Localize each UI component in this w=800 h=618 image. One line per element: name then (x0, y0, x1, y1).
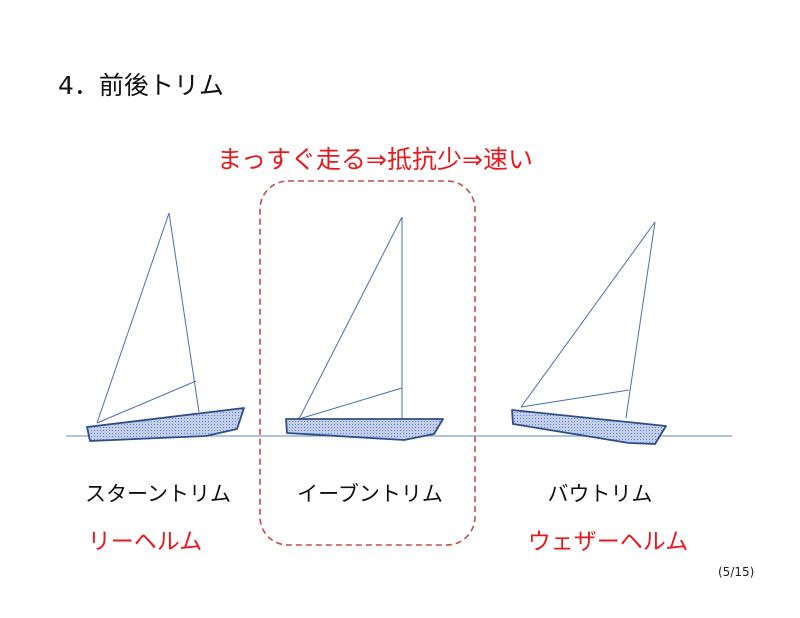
headline: まっすぐ走る⇒抵抗少⇒速い (217, 145, 533, 174)
sail (96, 212, 200, 424)
hull (285, 418, 444, 441)
lee-helm-label: リーヘルム (87, 529, 203, 555)
hull (511, 409, 667, 445)
even-trim-boat (285, 216, 444, 441)
even-trim-label: イーブントリム (297, 482, 443, 506)
bow-trim-label: バウトリム (547, 482, 653, 506)
even-trim-highlight-box (259, 180, 476, 546)
hull (86, 407, 245, 442)
sail (520, 221, 656, 419)
sail (298, 216, 403, 420)
page-number: (5/15) (718, 565, 755, 579)
stern-trim-boat (86, 212, 245, 442)
stern-trim-label: スターントリム (85, 482, 231, 506)
weather-helm-label: ウェザーヘルム (527, 529, 689, 555)
slide-title: 4．前後トリム (58, 71, 224, 100)
bow-trim-boat (511, 221, 667, 445)
